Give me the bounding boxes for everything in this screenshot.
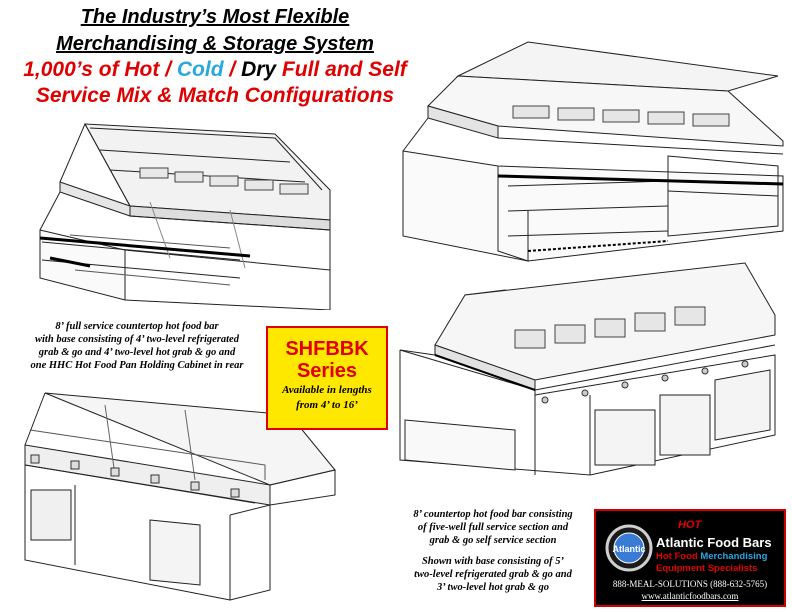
caption-five-well-combo: 8’ countertop hot food bar consisting of… <box>398 508 588 594</box>
headline-full-self-segment: Full and Self <box>276 58 407 81</box>
series-badge: SHFBBK Series Available in lengths from … <box>266 326 388 430</box>
headline-cold-segment: Cold <box>176 58 224 81</box>
illustration-five-well-combo <box>395 255 787 480</box>
caption-line: Shown with base consisting of 5’ <box>421 556 565 567</box>
headline-line-4: Service Mix & Match Configurations <box>35 84 395 107</box>
illustration-full-service-bar <box>30 110 350 310</box>
headline-line-2: Merchandising & Storage System <box>56 33 374 55</box>
series-name: SHFBBK <box>285 338 369 360</box>
caption-line: grab & go self service section <box>429 535 557 546</box>
caption-line: grab & go and 4’ two-level hot grab & go… <box>38 347 236 358</box>
headline-separator: / <box>223 58 242 81</box>
company-name: Atlantic Food Bars <box>656 535 772 550</box>
tagline-line-2: Equipment Specialists <box>656 563 758 574</box>
badge-text: Atlantic <box>612 544 645 554</box>
caption-line: 8’ full service countertop hot food bar <box>55 321 219 332</box>
headline-dry-segment: Dry <box>241 58 277 81</box>
caption-line: with base consisting of 4’ two-level ref… <box>35 334 239 345</box>
caption-line: one HHC Hot Food Pan Holding Cabinet in … <box>30 360 244 371</box>
series-label: Series <box>296 360 358 382</box>
caption-line: 3’ two-level hot grab & go <box>436 582 550 593</box>
headline-line-1: The Industry’s Most Flexible <box>80 6 350 28</box>
series-note-line-1: Available in lengths <box>282 384 372 396</box>
headline-hot-segment: 1,000’s of Hot / <box>23 58 177 81</box>
headline-line-3: 1,000’s of Hot / Cold / Dry Full and Sel… <box>0 58 430 82</box>
company-logo-box: Atlantic HOT Atlantic Food Bars Hot Food… <box>594 509 786 607</box>
series-note-line-2: from 4’ to 16’ <box>296 399 358 411</box>
caption-line: of five-well full service section and <box>417 522 569 533</box>
hot-tag: HOT <box>678 519 702 531</box>
caption-line: two-level refrigerated grab & go and <box>414 569 572 580</box>
illustration-open-base-bar <box>15 385 345 610</box>
website-link[interactable]: www.atlanticfoodbars.com <box>641 591 739 601</box>
tagline-line-1: Hot Food Merchandising <box>656 551 767 562</box>
tagline-hot-food: Hot Food <box>656 551 701 562</box>
tagline-merchandising: Merchandising <box>700 551 768 562</box>
phone-number: 888-MEAL-SOLUTIONS (888-632-5765) <box>612 579 768 589</box>
illustration-merchandiser-large <box>398 36 788 271</box>
atlantic-badge-icon: Atlantic <box>605 524 653 572</box>
caption-line: 8’ countertop hot food bar consisting <box>413 509 573 520</box>
caption-full-service-bar: 8’ full service countertop hot food bar … <box>6 320 268 372</box>
